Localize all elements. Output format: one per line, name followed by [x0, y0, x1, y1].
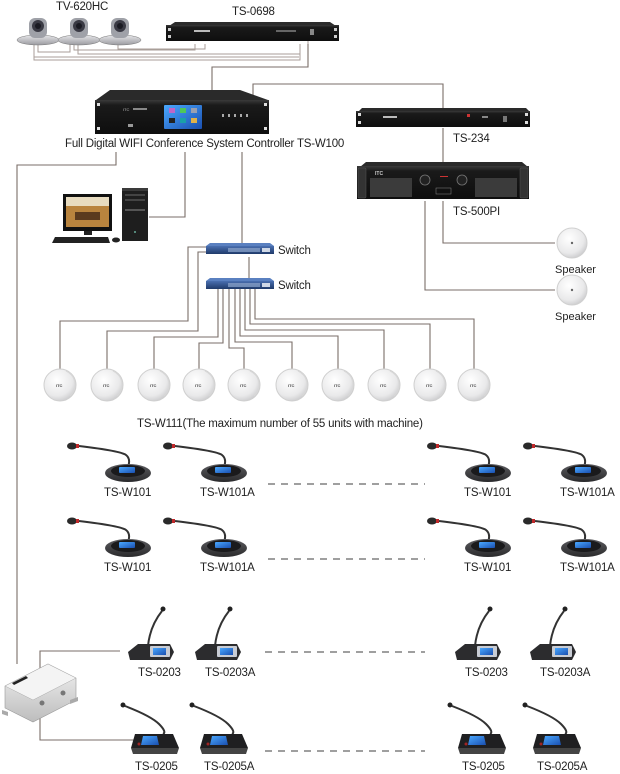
wireless-conference-unit: TS-W101 — [427, 517, 511, 574]
wired-conference-unit: TS-0203 — [455, 606, 508, 679]
ptz-camera-icon — [57, 18, 101, 46]
pc-workstation — [52, 188, 148, 243]
access-point: ITC — [227, 368, 261, 402]
speaker-2: Speaker — [555, 274, 596, 323]
wifi-access-point-icon — [457, 368, 491, 402]
wired-conference-unit: TS-0205A — [522, 702, 588, 773]
unit-label: TS-0205 — [462, 761, 505, 773]
access-point-row: ITC ITC ITC ITC ITC ITC ITC ITC ITC ITC — [43, 368, 491, 402]
unit-label: TS-0203 — [138, 667, 181, 679]
wired-unit-rows: TS-0203 TS-0203A TS-0203 TS-0203A TS-0205 TS-… — [120, 606, 591, 773]
keyboard-icon — [52, 237, 120, 243]
controller-label: Full Digital WIFI Conference System Cont… — [65, 138, 344, 150]
wifi-access-point-icon — [227, 368, 261, 402]
amp-brand: ITC — [375, 171, 383, 177]
camera-label: TV-620HC — [56, 1, 108, 13]
wired-conference-unit: TS-0203A — [530, 606, 591, 679]
unit-label: TS-0205 — [135, 761, 178, 773]
wireless-conference-unit: TS-W101A — [523, 517, 615, 574]
unit-label: TS-0203A — [540, 667, 591, 679]
wifi-access-point-icon — [367, 368, 401, 402]
wifi-access-point-icon — [275, 368, 309, 402]
wifi-access-point-icon — [137, 368, 171, 402]
switch-label: Switch — [278, 245, 311, 257]
monitor-icon — [63, 194, 112, 235]
wifi-access-point-icon — [43, 368, 77, 402]
ap-brand: ITC — [380, 383, 387, 388]
amplifier-unit: ITC TS-500PI — [357, 162, 529, 218]
wifi-access-point-icon — [321, 368, 355, 402]
ap-brand: ITC — [470, 383, 477, 388]
matrix-label: TS-0698 — [232, 6, 275, 18]
ap-brand: ITC — [56, 383, 63, 388]
ptz-camera-icon — [98, 18, 142, 46]
wired-hub — [2, 663, 78, 723]
unit-label: TS-W101A — [200, 487, 255, 499]
access-point: ITC — [182, 368, 216, 402]
unit-label: TS-0205A — [537, 761, 588, 773]
amplifier-label: TS-500PI — [453, 206, 500, 218]
ptz-camera-icon — [16, 18, 60, 46]
processor-label: TS-234 — [453, 133, 490, 145]
unit-label: TS-W101A — [560, 562, 615, 574]
unit-label: TS-0203A — [205, 667, 256, 679]
access-point: ITC — [137, 368, 171, 402]
access-point: ITC — [413, 368, 447, 402]
ap-brand: ITC — [426, 383, 433, 388]
svg-text:ITC: ITC — [123, 107, 130, 112]
access-point-label: TS-W111(The maximum number of 55 units w… — [137, 418, 423, 430]
access-point: ITC — [321, 368, 355, 402]
ap-brand: ITC — [195, 383, 202, 388]
unit-label: TS-W101 — [464, 487, 511, 499]
wireless-conference-unit: TS-W101A — [163, 442, 255, 499]
wifi-access-point-icon — [90, 368, 124, 402]
unit-label: TS-W101A — [560, 487, 615, 499]
wired-conference-unit: TS-0205 — [120, 702, 179, 773]
switch-2: Switch — [206, 278, 311, 292]
pc-tower-icon — [122, 188, 148, 241]
ap-brand: ITC — [334, 383, 341, 388]
wired-conference-unit: TS-0203A — [195, 606, 256, 679]
unit-label: TS-W101 — [464, 562, 511, 574]
ap-brand: ITC — [240, 383, 247, 388]
ap-brand: ITC — [150, 383, 157, 388]
ap-brand: ITC — [103, 383, 110, 388]
speaker-label: Speaker — [555, 311, 596, 323]
unit-label: TS-0203 — [465, 667, 508, 679]
access-point: ITC — [457, 368, 491, 402]
wired-conference-unit: TS-0203 — [128, 606, 181, 679]
wireless-conference-unit: TS-W101A — [523, 442, 615, 499]
touchscreen-icon — [164, 105, 202, 129]
unit-label: TS-0205A — [204, 761, 255, 773]
switch-label: Switch — [278, 280, 311, 292]
unit-label: TS-W101A — [200, 562, 255, 574]
wireless-conference-unit: TS-W101 — [427, 442, 511, 499]
unit-label: TS-W101 — [104, 487, 151, 499]
wifi-access-point-icon — [413, 368, 447, 402]
ap-brand: ITC — [288, 383, 295, 388]
controller-unit: ITC Full Digital WIFI Conference System … — [65, 90, 344, 150]
access-point: ITC — [90, 368, 124, 402]
access-point: ITC — [367, 368, 401, 402]
wifi-access-point-icon — [182, 368, 216, 402]
wires — [16, 40, 555, 741]
camera-group: TV-620HC — [16, 1, 142, 46]
matrix-unit: TS-0698 — [166, 6, 339, 41]
wireless-conference-unit: TS-W101A — [163, 517, 255, 574]
wired-conference-unit: TS-0205 — [447, 702, 506, 773]
switch-1: Switch — [206, 243, 311, 257]
access-point: ITC — [43, 368, 77, 402]
speaker-label: Speaker — [555, 264, 596, 276]
wireless-conference-unit: TS-W101 — [67, 517, 151, 574]
processor-unit: TS-234 — [356, 108, 530, 145]
wireless-conference-unit: TS-W101 — [67, 442, 151, 499]
unit-label: TS-W101 — [104, 562, 151, 574]
access-point: ITC — [275, 368, 309, 402]
speaker-1: Speaker — [555, 227, 596, 276]
wired-conference-unit: TS-0205A — [189, 702, 255, 773]
